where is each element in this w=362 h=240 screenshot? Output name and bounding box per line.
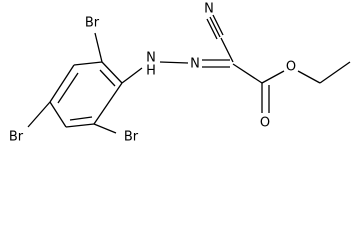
bond-ring-c6-c1	[93, 82, 123, 125]
atom-carbonyl-o: O	[260, 116, 270, 131]
bond-c2-br-top	[94, 32, 103, 63]
bond-c6-br-bottom	[93, 123, 117, 134]
bond-carbonyl-c-ester-o	[261, 70, 285, 84]
bond-ester-o-ch2	[297, 70, 321, 84]
bond-cyano-triple-3	[206, 18, 218, 40]
atom-nh-h: H	[146, 64, 156, 79]
bond-c4-br-left	[27, 101, 51, 128]
atom-ester-o: O	[286, 60, 296, 75]
atom-hydrazone-n-lower: N	[190, 57, 200, 72]
bond-cyano-triple-2	[209, 16, 221, 38]
molecule-structure: N N H N O O Br Br Br	[9, 2, 351, 145]
atom-br-bottom: Br	[124, 130, 139, 145]
atom-br-left: Br	[9, 130, 24, 145]
bond-ring-c3-c4	[49, 64, 75, 103]
bond-ring-c1-c2	[101, 61, 123, 84]
bond-ring-c5-c6	[65, 123, 95, 128]
atom-br-top: Br	[85, 16, 100, 31]
bond-ring-c4-c5	[49, 101, 67, 128]
bonds	[27, 14, 351, 134]
bond-ring-c1-c2-inner	[99, 69, 116, 87]
bond-ring-c3-c4-inner	[57, 72, 79, 104]
bond-ring-c2-c3	[73, 61, 103, 66]
bond-c-carbonyl-c	[232, 63, 263, 84]
atom-labels: N N H N O O Br Br Br	[9, 2, 296, 145]
bond-ring-c5-c6-inner	[69, 116, 93, 121]
atom-cyano-n: N	[204, 2, 214, 17]
bond-c-cyano-c	[220, 37, 234, 63]
bond-ch2-ch3	[319, 61, 351, 84]
bond-cyano-triple-1	[212, 14, 224, 36]
bond-c1-nh	[121, 67, 143, 84]
bond-nh-n	[159, 61, 189, 64]
atom-hydrazone-n-upper: N	[146, 51, 156, 66]
